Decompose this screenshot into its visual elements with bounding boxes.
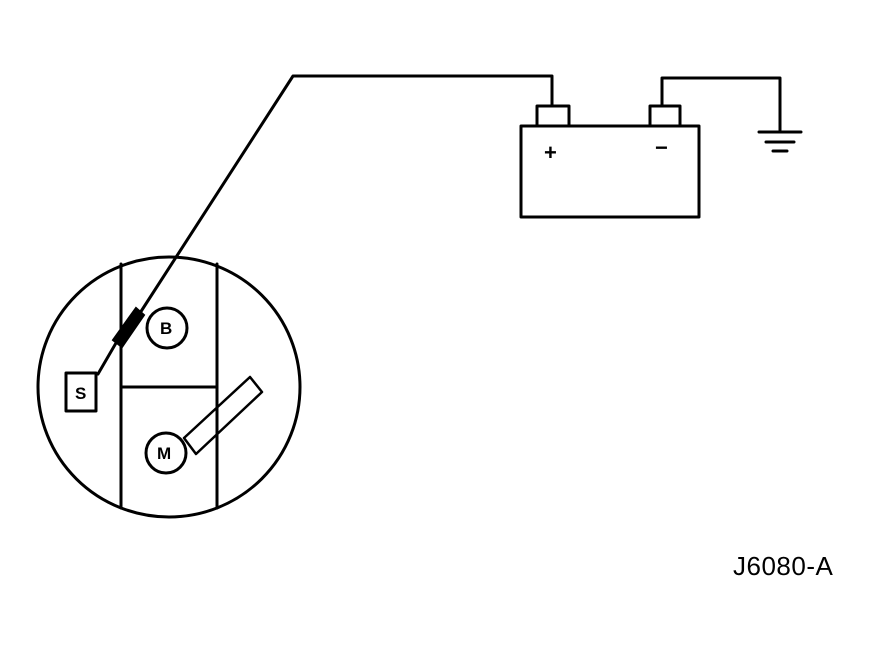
battery-positive-post [535,104,571,128]
terminal-b [145,306,189,350]
battery-negative-post [648,104,682,128]
terminal-b-label: B [160,319,172,338]
solenoid-body [36,255,302,519]
jumper-clip-icon [111,306,146,349]
motor-cable [182,375,264,456]
ground-symbol-icon [757,130,803,153]
jumper-clip-tip [96,341,118,376]
jumper-lead [138,74,554,315]
terminal-s-label: S [75,384,86,403]
battery: + − [519,104,701,219]
battery-negative-sign: − [655,135,668,160]
negative-cable [660,76,782,132]
terminal-m-label: M [157,444,171,463]
battery-positive-sign: + [544,140,557,165]
figure-id-label: J6080-A [733,551,834,581]
terminal-s [64,371,98,413]
ground-lead [660,76,782,132]
starter-solenoid: B M S [36,255,302,519]
terminal-m [144,431,188,475]
battery-case [519,124,701,219]
